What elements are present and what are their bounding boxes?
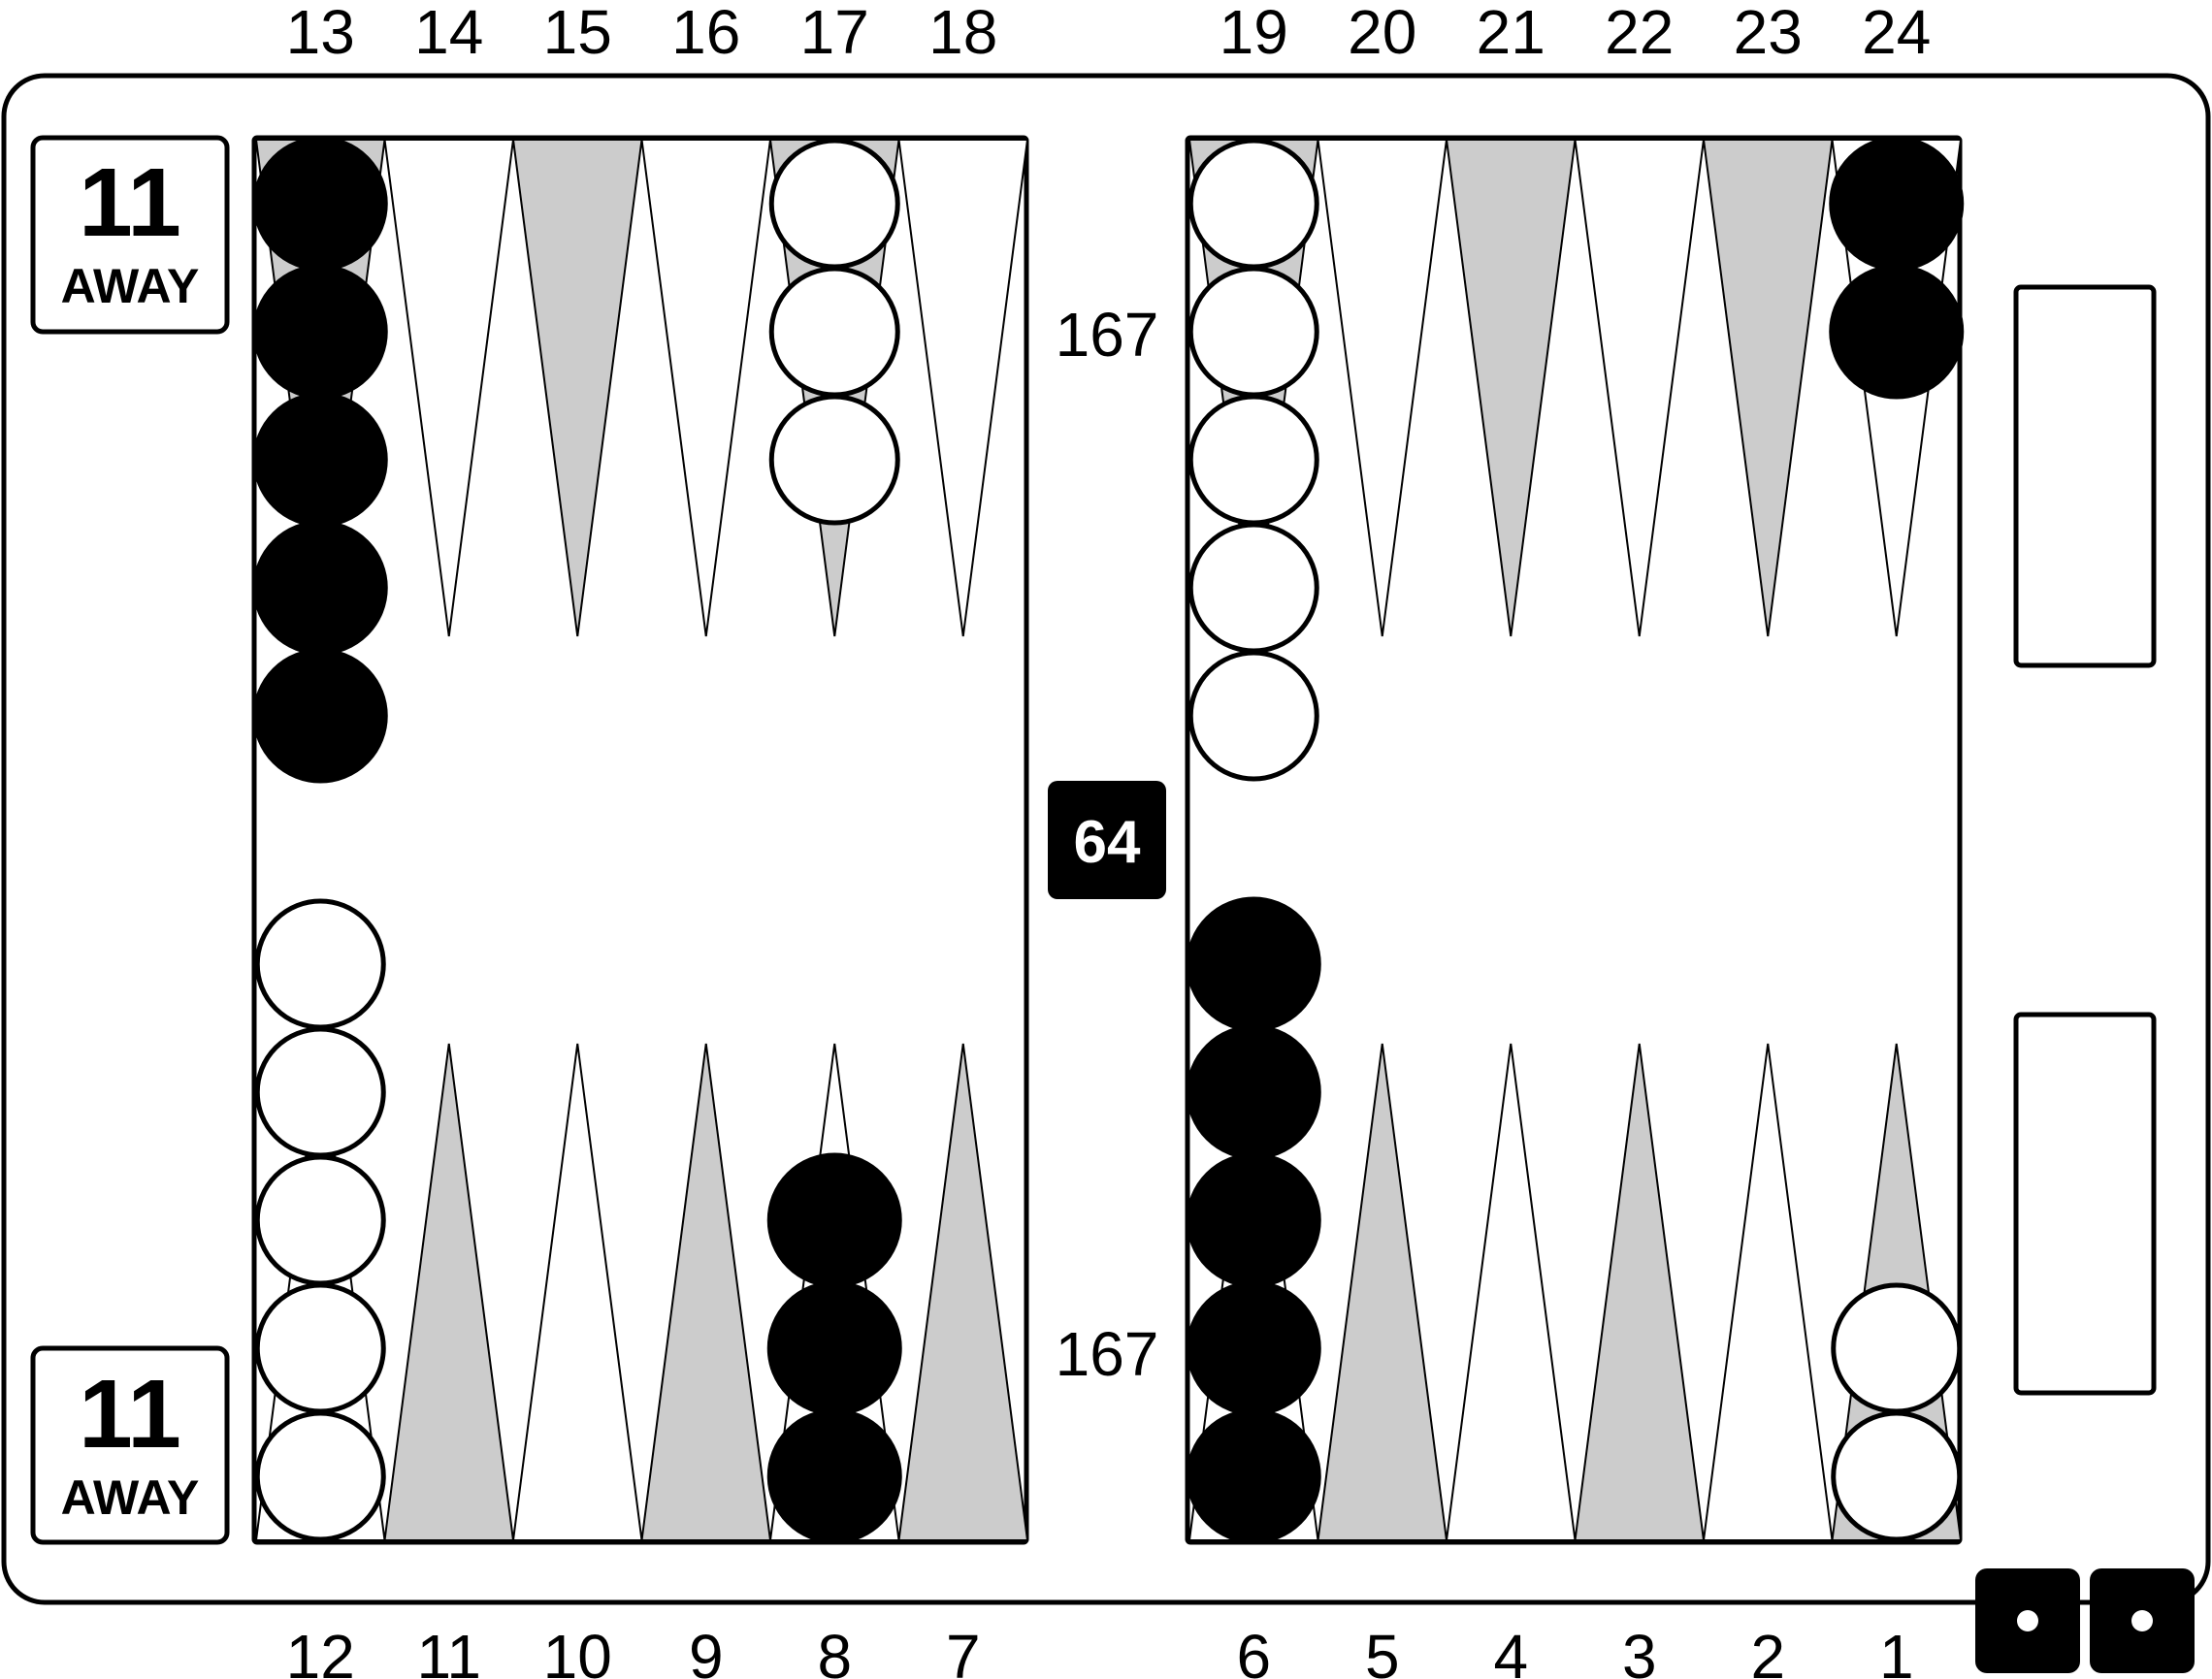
point-10[interactable]	[511, 1043, 643, 1541]
point-label-1: 1	[1879, 1622, 1914, 1679]
white-checker[interactable]	[254, 1282, 386, 1414]
score-box-bottom: 11 AWAY	[30, 1345, 230, 1545]
point-14[interactable]	[383, 139, 515, 637]
black-checker[interactable]	[1829, 264, 1965, 400]
point-label-24: 24	[1862, 0, 1931, 67]
point-label-10: 10	[543, 1622, 612, 1679]
point-21[interactable]	[1445, 139, 1577, 637]
point-label-21: 21	[1477, 0, 1545, 67]
black-checker[interactable]	[252, 648, 388, 784]
point-label-19: 19	[1220, 0, 1288, 67]
white-checker[interactable]	[768, 394, 900, 526]
point-label-14: 14	[414, 0, 483, 67]
point-3[interactable]	[1574, 1043, 1706, 1541]
point-label-12: 12	[286, 1622, 355, 1679]
point-label-7: 7	[946, 1622, 981, 1679]
die-right[interactable]	[2090, 1568, 2195, 1673]
white-checker[interactable]	[1187, 138, 1319, 270]
point-11[interactable]	[383, 1043, 515, 1541]
point-label-4: 4	[1493, 1622, 1528, 1679]
white-checker[interactable]	[1831, 1410, 1963, 1542]
black-checker[interactable]	[252, 520, 388, 656]
score-top-label: AWAY	[61, 259, 200, 313]
pip-count-top: 167	[1056, 300, 1159, 370]
point-label-8: 8	[817, 1622, 852, 1679]
black-checker[interactable]	[1829, 136, 1965, 272]
score-top-number: 11	[79, 148, 181, 257]
doubling-cube[interactable]: 64	[1048, 781, 1166, 899]
black-checker[interactable]	[1186, 1280, 1321, 1416]
point-label-2: 2	[1750, 1622, 1785, 1679]
white-checker[interactable]	[1187, 522, 1319, 654]
doubling-cube-value: 64	[1074, 809, 1141, 876]
point-label-16: 16	[671, 0, 740, 67]
point-2[interactable]	[1702, 1043, 1834, 1541]
black-checker[interactable]	[1186, 1408, 1321, 1544]
black-checker[interactable]	[252, 392, 388, 528]
black-checker[interactable]	[1186, 1024, 1321, 1160]
point-label-22: 22	[1605, 0, 1674, 67]
point-label-6: 6	[1236, 1622, 1271, 1679]
point-15[interactable]	[511, 139, 643, 637]
bear-off-tray-bottom[interactable]	[2013, 1012, 2157, 1396]
point-4[interactable]	[1445, 1043, 1577, 1541]
point-7[interactable]	[897, 1043, 1029, 1541]
white-checker[interactable]	[1187, 394, 1319, 526]
point-label-13: 13	[286, 0, 355, 67]
point-23[interactable]	[1702, 139, 1834, 637]
point-label-20: 20	[1348, 0, 1416, 67]
point-label-23: 23	[1734, 0, 1803, 67]
white-checker[interactable]	[1187, 266, 1319, 398]
score-box-top: 11 AWAY	[30, 135, 230, 335]
point-label-15: 15	[543, 0, 612, 67]
white-checker[interactable]	[1187, 650, 1319, 782]
white-checker[interactable]	[768, 266, 900, 398]
black-checker[interactable]	[766, 1408, 902, 1544]
score-bottom-number: 11	[79, 1360, 181, 1469]
bear-off-tray-top[interactable]	[2013, 284, 2157, 668]
point-20[interactable]	[1317, 139, 1448, 637]
white-checker[interactable]	[254, 1026, 386, 1158]
score-bottom-label: AWAY	[61, 1470, 200, 1525]
die-left[interactable]	[1975, 1568, 2080, 1673]
white-checker[interactable]	[254, 1410, 386, 1542]
point-label-11: 11	[417, 1622, 481, 1679]
black-checker[interactable]	[766, 1152, 902, 1288]
black-checker[interactable]	[1186, 896, 1321, 1032]
point-5[interactable]	[1317, 1043, 1448, 1541]
black-checker[interactable]	[252, 264, 388, 400]
black-checker[interactable]	[1186, 1152, 1321, 1288]
point-label-3: 3	[1622, 1622, 1657, 1679]
point-22[interactable]	[1574, 139, 1706, 637]
point-label-18: 18	[928, 0, 997, 67]
point-16[interactable]	[640, 139, 772, 637]
pip-count-bottom: 167	[1056, 1319, 1159, 1389]
white-checker[interactable]	[1831, 1282, 1963, 1414]
white-checker[interactable]	[768, 138, 900, 270]
point-label-9: 9	[689, 1622, 724, 1679]
black-checker[interactable]	[252, 136, 388, 272]
point-label-17: 17	[800, 0, 869, 67]
point-18[interactable]	[897, 139, 1029, 637]
point-label-5: 5	[1365, 1622, 1400, 1679]
black-checker[interactable]	[766, 1280, 902, 1416]
white-checker[interactable]	[254, 1154, 386, 1286]
point-9[interactable]	[640, 1043, 772, 1541]
white-checker[interactable]	[254, 898, 386, 1030]
